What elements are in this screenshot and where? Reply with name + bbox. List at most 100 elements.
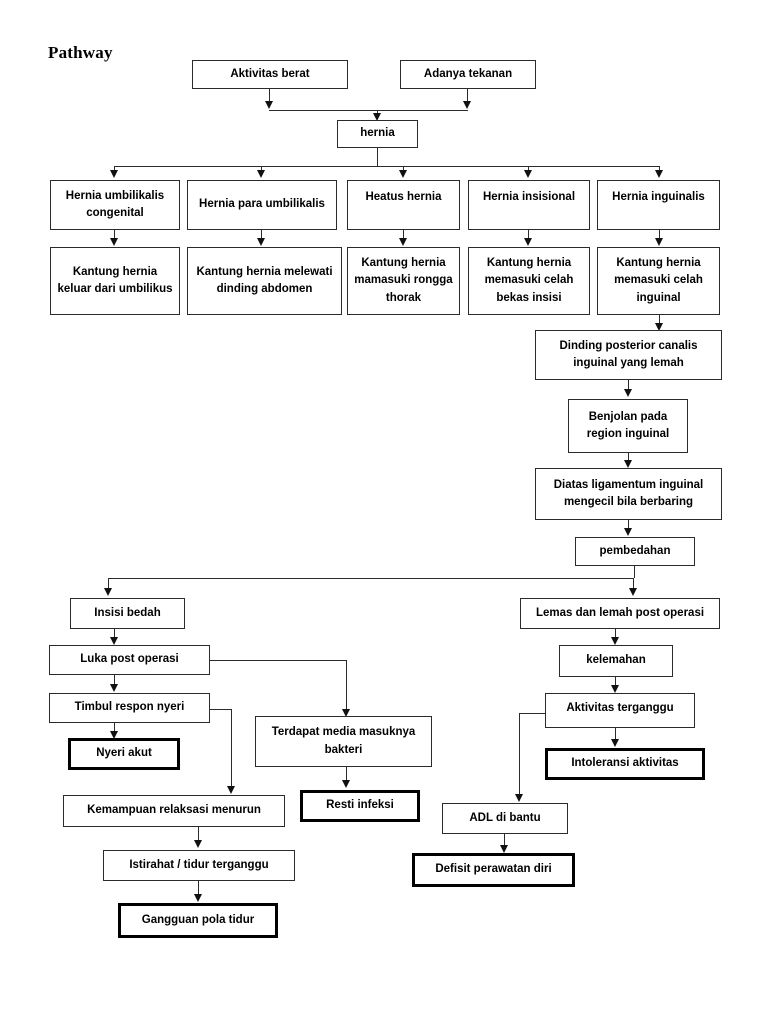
connector-tekanan-drop xyxy=(467,89,469,103)
arrowhead-r1r2-1 xyxy=(110,238,118,246)
node-terdapat-media-bakteri-label: Terdapat media masuknya bakteri xyxy=(271,726,416,756)
arrowhead-relaksasi-to-istirahat xyxy=(194,840,202,848)
node-hernia-para-umbilikalis-label: Hernia para umbilikalis xyxy=(199,198,325,211)
node-timbul-respon-nyeri-label: Timbul respon nyeri xyxy=(74,701,185,714)
arrowhead-respon-to-relaksasi xyxy=(227,786,235,794)
node-lemas-dan-lemah-label: Lemas dan lemah post operasi xyxy=(535,606,705,619)
node-resti-infeksi[interactable]: Resti infeksi xyxy=(300,790,420,822)
node-kantung-melewati-dinding-abdomen-label: Kantung hernia melewati dinding abdomen xyxy=(196,265,333,295)
arrowhead-adl-to-defisit xyxy=(500,845,508,853)
node-heatus-hernia-label: Heatus hernia xyxy=(365,191,442,203)
node-kantung-celah-inguinal[interactable]: Kantung hernia memasuki celah inguinal xyxy=(597,247,720,315)
node-kantung-melewati-dinding-abdomen[interactable]: Kantung hernia melewati dinding abdomen xyxy=(187,247,342,315)
connector-pembedahan-down xyxy=(634,566,636,578)
node-adl-di-bantu-label: ADL di bantu xyxy=(469,811,541,824)
node-adanya-tekanan-label: Adanya tekanan xyxy=(423,67,513,80)
arrowhead-insisi-to-luka xyxy=(110,637,118,645)
node-hernia-umbilikalis-congenital[interactable]: Hernia umbilikalis congenital xyxy=(50,180,180,230)
connector-types-stub-1 xyxy=(114,166,116,173)
connector-hernia-down xyxy=(377,148,379,166)
connector-adl-to-defisit xyxy=(504,834,506,846)
node-adl-di-bantu[interactable]: ADL di bantu xyxy=(442,803,568,834)
node-gangguan-pola-tidur-label: Gangguan pola tidur xyxy=(141,913,255,926)
connector-aktivitas-to-adl-h xyxy=(519,713,546,715)
node-hernia-umbilikalis-congenital-label: Hernia umbilikalis congenital xyxy=(65,189,165,219)
connector-split-right xyxy=(633,578,635,590)
node-kantung-keluar-umbilikus[interactable]: Kantung hernia keluar dari umbilikus xyxy=(50,247,180,315)
arrowhead-split-right xyxy=(629,588,637,596)
connector-types-stub-5 xyxy=(659,166,661,173)
connector-lemas-to-kelemahan xyxy=(615,629,617,638)
arrowhead-type-5 xyxy=(655,170,663,178)
node-hernia-inguinalis[interactable]: Hernia inguinalis xyxy=(597,180,720,230)
node-timbul-respon-nyeri[interactable]: Timbul respon nyeri xyxy=(49,693,210,723)
connector-kelemahan-to-aktivitas xyxy=(615,677,617,686)
node-kantung-rongga-thorak-label: Kantung hernia mamasuki rongga thorak xyxy=(354,257,453,304)
arrowhead-benjolan-to-diatas xyxy=(624,460,632,468)
node-pembedahan-label: pembedahan xyxy=(599,544,671,557)
connector-aktivitas-to-intoleransi xyxy=(615,728,617,740)
connector-r1r2-5 xyxy=(659,230,661,239)
node-aktivitas-terganggu[interactable]: Aktivitas terganggu xyxy=(545,693,695,728)
node-aktivitas-berat[interactable]: Aktivitas berat xyxy=(192,60,348,89)
connector-types-stub-3 xyxy=(403,166,405,173)
node-defisit-perawatan-diri[interactable]: Defisit perawatan diri xyxy=(412,853,575,887)
node-heatus-hernia[interactable]: Heatus hernia xyxy=(347,180,460,230)
connector-relaksasi-to-istirahat xyxy=(198,827,200,841)
node-hernia-insisional[interactable]: Hernia insisional xyxy=(468,180,590,230)
node-pembedahan[interactable]: pembedahan xyxy=(575,537,695,566)
connector-respon-to-nyeri xyxy=(114,723,116,732)
connector-respon-to-relaksasi-h xyxy=(210,709,232,711)
arrowhead-istirahat-to-gangguan xyxy=(194,894,202,902)
node-kemampuan-relaksasi[interactable]: Kemampuan relaksasi menurun xyxy=(63,795,285,827)
node-hernia-label: hernia xyxy=(360,127,395,140)
node-kelemahan[interactable]: kelemahan xyxy=(559,645,673,677)
node-adanya-tekanan[interactable]: Adanya tekanan xyxy=(400,60,536,89)
arrowhead-luka-to-media xyxy=(342,709,350,717)
node-istirahat-tidur-terganggu[interactable]: Istirahat / tidur terganggu xyxy=(103,850,295,881)
arrowhead-type-2 xyxy=(257,170,265,178)
arrowhead-r1r2-4 xyxy=(524,238,532,246)
node-diatas-ligamentum-label: Diatas ligamentum inguinal mengecil bila… xyxy=(553,478,704,508)
node-kantung-bekas-insisi[interactable]: Kantung hernia memasuki celah bekas insi… xyxy=(468,247,590,315)
node-kantung-celah-inguinal-label: Kantung hernia memasuki celah inguinal xyxy=(614,257,703,304)
arrowhead-type-1 xyxy=(110,170,118,178)
arrowhead-media-to-resti xyxy=(342,780,350,788)
arrowhead-tekanan-drop xyxy=(463,101,471,109)
connector-split-left xyxy=(108,578,110,590)
node-resti-infeksi-label: Resti infeksi xyxy=(326,799,394,812)
node-insisi-bedah[interactable]: Insisi bedah xyxy=(70,598,185,629)
connector-media-to-resti xyxy=(346,767,348,782)
node-aktivitas-terganggu-label: Aktivitas terganggu xyxy=(566,702,674,714)
page-title: Pathway xyxy=(48,43,113,62)
node-benjolan-region-inguinal[interactable]: Benjolan pada region inguinal xyxy=(568,399,688,453)
node-hernia[interactable]: hernia xyxy=(337,120,418,148)
node-hernia-para-umbilikalis[interactable]: Hernia para umbilikalis xyxy=(187,180,337,230)
connector-aktivitas-to-adl-v xyxy=(519,713,521,795)
node-gangguan-pola-tidur[interactable]: Gangguan pola tidur xyxy=(118,903,278,938)
connector-luka-to-respon xyxy=(114,675,116,685)
node-luka-post-operasi[interactable]: Luka post operasi xyxy=(49,645,210,675)
node-terdapat-media-bakteri[interactable]: Terdapat media masuknya bakteri xyxy=(255,716,432,767)
node-diatas-ligamentum[interactable]: Diatas ligamentum inguinal mengecil bila… xyxy=(535,468,722,520)
node-intoleransi-aktivitas[interactable]: Intoleransi aktivitas xyxy=(545,748,705,780)
connector-insisi-to-luka xyxy=(114,629,116,638)
arrowhead-r1r2-2 xyxy=(257,238,265,246)
arrowhead-luka-to-respon xyxy=(110,684,118,692)
arrowhead-aktivitas-to-intoleransi xyxy=(611,739,619,747)
node-insisi-bedah-label: Insisi bedah xyxy=(94,606,161,619)
connector-luka-to-media-h xyxy=(210,660,347,662)
connector-diatas-to-pembedahan xyxy=(628,520,630,530)
node-nyeri-akut[interactable]: Nyeri akut xyxy=(68,738,180,770)
arrowhead-diatas-to-pembedahan xyxy=(624,528,632,536)
connector-istirahat-to-gangguan xyxy=(198,881,200,895)
node-lemas-dan-lemah[interactable]: Lemas dan lemah post operasi xyxy=(520,598,720,629)
arrowhead-aktivitas-to-adl xyxy=(515,794,523,802)
node-intoleransi-aktivitas-label: Intoleransi aktivitas xyxy=(571,757,679,770)
node-kantung-rongga-thorak[interactable]: Kantung hernia mamasuki rongga thorak xyxy=(347,247,460,315)
node-dinding-posterior[interactable]: Dinding posterior canalis inguinal yang … xyxy=(535,330,722,380)
arrowhead-aktivitas-drop xyxy=(265,101,273,109)
connector-aktivitas-drop xyxy=(269,89,271,103)
node-dinding-posterior-label: Dinding posterior canalis inguinal yang … xyxy=(559,339,698,369)
node-kantung-bekas-insisi-label: Kantung hernia memasuki celah bekas insi… xyxy=(484,257,574,304)
